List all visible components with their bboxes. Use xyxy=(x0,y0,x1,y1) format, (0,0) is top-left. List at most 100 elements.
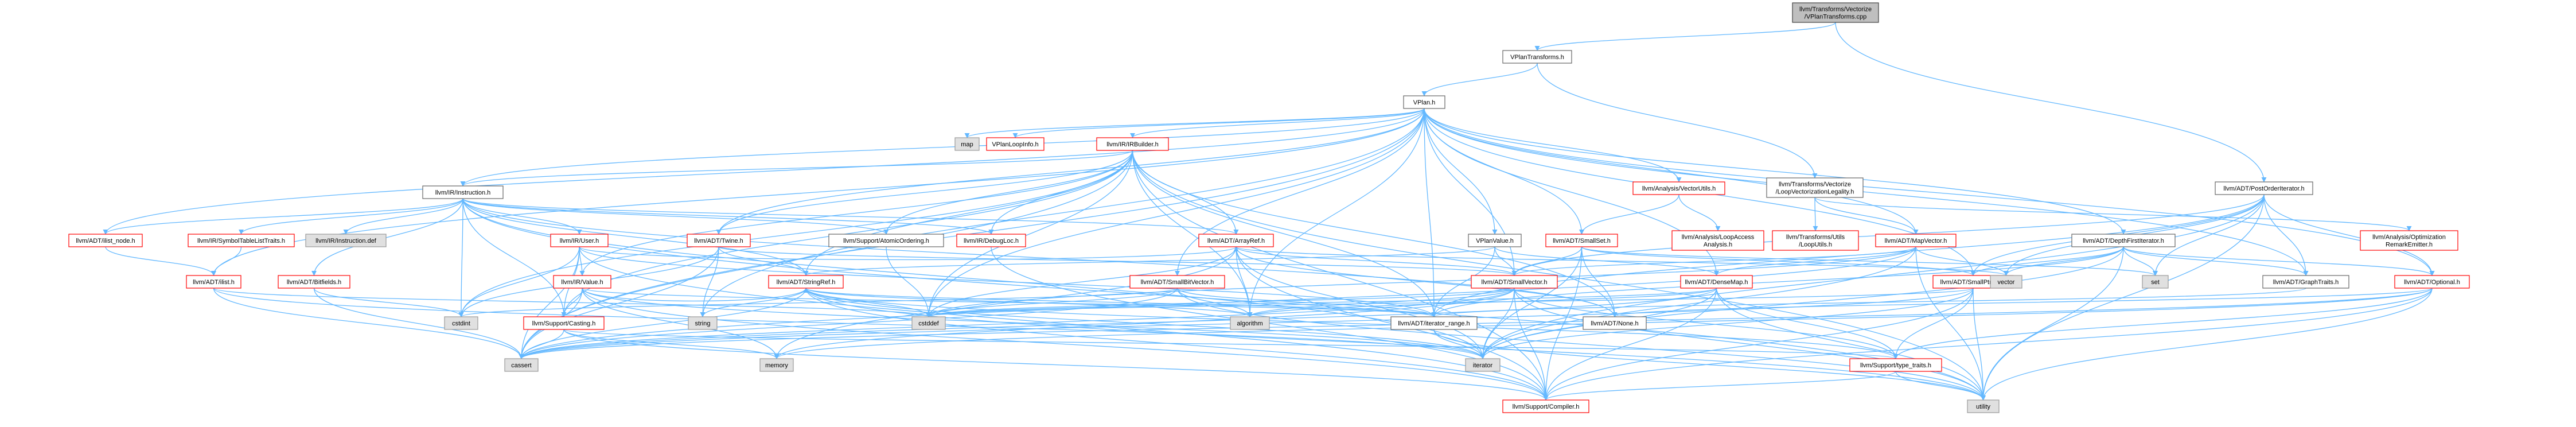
edge-dfi-to-set xyxy=(2123,246,2158,276)
edge-twine-to-string xyxy=(700,246,719,317)
node-lvl[interactable]: llvm/Transforms/Vectorize/LoopVectorizat… xyxy=(1766,177,1864,198)
node-label: algorithm xyxy=(1237,320,1262,327)
edge-casting-to-compiler xyxy=(563,329,1549,401)
edge-densemap-to-typetraits xyxy=(1716,288,1899,359)
node-poi[interactable]: llvm/ADT/PostOrderIterator.h xyxy=(2215,181,2313,195)
node-label: llvm/ADT/PostOrderIterator.h xyxy=(2223,185,2304,192)
node-instruction[interactable]: llvm/IR/Instruction.h xyxy=(422,185,504,199)
node-label: iterator xyxy=(1473,362,1493,369)
node-debugloc[interactable]: llvm/IR/DebugLoc.h xyxy=(956,234,1026,247)
node-label: string xyxy=(695,320,711,327)
node-vpvalue[interactable]: VPlanValue.h xyxy=(1468,234,1522,247)
node-smallbitvector[interactable]: llvm/ADT/SmallBitVector.h xyxy=(1129,275,1225,289)
node-ilist[interactable]: llvm/ADT/ilist.h xyxy=(186,275,241,289)
node-utility: utility xyxy=(1967,399,2000,413)
node-label: llvm/ADT/DenseMap.h xyxy=(1685,279,1748,286)
edge-instruction-to-arrayref xyxy=(462,198,1239,235)
node-memory: memory xyxy=(759,358,794,372)
node-mapvector[interactable]: llvm/ADT/MapVector.h xyxy=(1875,234,1957,247)
edge-vpt-to-vplan xyxy=(1421,63,1538,96)
node-compiler[interactable]: llvm/Support/Compiler.h xyxy=(1502,399,1589,413)
node-box xyxy=(954,137,980,151)
edge-vplan-to-ilistnode xyxy=(103,108,1425,235)
node-smallvector[interactable]: llvm/ADT/SmallVector.h xyxy=(1471,275,1558,289)
node-densemap[interactable]: llvm/ADT/DenseMap.h xyxy=(1680,275,1753,289)
edge-instruction-to-stringref xyxy=(462,198,809,276)
edge-typetraits-to-compiler xyxy=(1543,371,1896,401)
node-atomic[interactable]: llvm/Support/AtomicOrdering.h xyxy=(828,234,944,247)
node-irbuilder[interactable]: llvm/IR/IRBuilder.h xyxy=(1096,137,1169,151)
node-bitfields[interactable]: llvm/ADT/Bitfields.h xyxy=(278,275,350,289)
edge-typetraits-to-utility xyxy=(1895,371,1986,401)
node-casting[interactable]: llvm/Support/Casting.h xyxy=(523,316,605,330)
edge-dfi-to-utility xyxy=(1980,246,2124,401)
edge-smallset-to-smallvector xyxy=(1511,246,1583,276)
node-cstddef: cstddef xyxy=(911,316,946,330)
node-box xyxy=(1230,316,1270,330)
node-box xyxy=(553,275,611,289)
node-label: RemarkEmitter.h xyxy=(2386,242,2433,249)
node-ore[interactable]: llvm/Analysis/OptimizationRemarkEmitter.… xyxy=(2360,230,2458,251)
node-iterrange[interactable]: llvm/ADT/iterator_range.h xyxy=(1390,316,1478,330)
node-symtab[interactable]: llvm/IR/SymbolTableListTraits.h xyxy=(188,234,295,247)
edge-optional-to-typetraits xyxy=(1893,288,2433,359)
node-typetraits[interactable]: llvm/Support/type_traits.h xyxy=(1849,358,1942,372)
node-label: Analysis.h xyxy=(1704,242,1732,249)
edge-densemap-to-cassert xyxy=(519,288,1717,359)
node-twine[interactable]: llvm/ADT/Twine.h xyxy=(687,234,751,247)
edge-poi-to-utility xyxy=(1980,194,2265,401)
node-label: llvm/ADT/ArrayRef.h xyxy=(1207,238,1265,244)
edge-symtab-to-ilist xyxy=(211,246,242,276)
node-box xyxy=(186,275,241,289)
edge-irbuilder-to-cstdint xyxy=(458,150,1133,317)
node-none[interactable]: llvm/ADT/None.h xyxy=(1583,316,1647,330)
edge-vplan-to-algorithm xyxy=(1247,108,1425,317)
node-smallset[interactable]: llvm/ADT/SmallSet.h xyxy=(1545,234,1618,247)
node-irvalue[interactable]: llvm/IR/Value.h xyxy=(553,275,611,289)
node-box xyxy=(278,275,350,289)
edge-irvalue-to-stringref xyxy=(582,288,809,302)
node-box xyxy=(1471,275,1558,289)
node-box xyxy=(1875,234,1957,247)
edge-smallptrset-to-utility xyxy=(1973,288,1986,401)
node-graphtraits[interactable]: llvm/ADT/GraphTraits.h xyxy=(2262,275,2349,289)
node-vectorutils[interactable]: llvm/Analysis/VectorUtils.h xyxy=(1632,181,1725,195)
edge-irvalue-to-compiler xyxy=(582,288,1549,401)
node-vpt[interactable]: VPlanTransforms.h xyxy=(1502,50,1572,64)
edge-vectorutils-to-smallset xyxy=(1579,194,1679,235)
node-box xyxy=(1632,181,1725,195)
node-vplan[interactable]: VPlan.h xyxy=(1403,95,1445,109)
node-label: llvm/Analysis/LoopAccess xyxy=(1682,234,1755,241)
node-cstdint: cstdint xyxy=(444,316,478,330)
node-vploop[interactable]: VPlanLoopInfo.h xyxy=(986,137,1045,151)
edge-vplan-to-smallbitvector xyxy=(1174,108,1425,276)
edge-vpvalue-to-iterrange xyxy=(1431,246,1495,317)
node-algorithm: algorithm xyxy=(1230,316,1270,330)
node-box xyxy=(1967,399,2000,413)
edge-smallptrset-to-typetraits xyxy=(1893,288,1974,359)
node-user[interactable]: llvm/IR/User.h xyxy=(550,234,609,247)
node-stringref[interactable]: llvm/ADT/StringRef.h xyxy=(768,275,844,289)
edge-vplan-to-vpvalue xyxy=(1424,108,1498,235)
node-ilistnode[interactable]: llvm/ADT/ilist_node.h xyxy=(68,234,143,247)
node-label: llvm/Transforms/Vectorize xyxy=(1779,181,1851,188)
node-dfi[interactable]: llvm/ADT/DepthFirstIterator.h xyxy=(2071,234,2176,247)
edge-layer xyxy=(103,22,2435,401)
node-label: llvm/IR/Instruction.h xyxy=(435,189,491,196)
node-optional[interactable]: llvm/ADT/Optional.h xyxy=(2394,275,2470,289)
node-string: string xyxy=(688,316,718,330)
node-label: map xyxy=(961,141,973,148)
node-layer: llvm/Transforms/Vectorize/VPlanTransform… xyxy=(68,2,2470,413)
node-box xyxy=(1545,234,1618,247)
node-label: llvm/Support/AtomicOrdering.h xyxy=(843,238,929,244)
node-arrayref[interactable]: llvm/ADT/ArrayRef.h xyxy=(1198,234,1274,247)
edge-user-to-cstdint xyxy=(458,246,580,317)
node-box xyxy=(956,234,1026,247)
edge-poi-to-graphtraits xyxy=(2263,194,2309,276)
node-label: llvm/Transforms/Vectorize xyxy=(1799,6,1872,13)
edge-mapvector-to-densemap xyxy=(1714,246,1916,276)
node-loopvutils[interactable]: llvm/Transforms/Utils/LoopUtils.h xyxy=(1772,230,1859,251)
edge-lvl-to-mapvector xyxy=(1814,197,1919,235)
node-label: VPlan.h xyxy=(1413,99,1436,106)
